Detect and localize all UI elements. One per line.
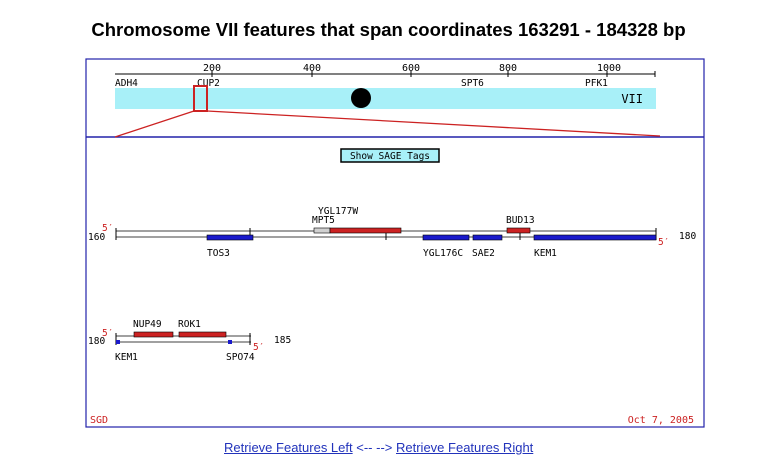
chromosome-label: VII bbox=[621, 92, 643, 106]
zoom-line-left bbox=[114, 110, 195, 138]
gene-label[interactable]: SPO74 bbox=[226, 352, 255, 363]
track-start-label: 180 bbox=[88, 336, 105, 347]
overview-gene-label[interactable]: SPT6 bbox=[461, 78, 484, 89]
show-sage-tags-button[interactable]: Show SAGE Tags bbox=[340, 148, 440, 163]
gene-label[interactable]: KEM1 bbox=[534, 248, 557, 259]
gene-bar[interactable] bbox=[422, 234, 470, 241]
gene-bar[interactable] bbox=[506, 227, 531, 234]
gene-label[interactable]: YGL177W bbox=[318, 206, 358, 217]
gene-bar[interactable] bbox=[313, 227, 331, 234]
five-prime-label: 5′ bbox=[253, 342, 264, 353]
gene-label[interactable]: ROK1 bbox=[178, 319, 201, 330]
five-prime-label: 5′ bbox=[658, 237, 669, 248]
gene-bar[interactable] bbox=[472, 234, 503, 241]
tick-label: 200 bbox=[203, 63, 221, 74]
date-label: Oct 7, 2005 bbox=[628, 415, 694, 426]
gene-label[interactable]: YGL176C bbox=[423, 248, 463, 259]
gene-bar[interactable] bbox=[533, 234, 657, 241]
tick-label: 400 bbox=[303, 63, 321, 74]
overview-ruler: 200 400 600 800 1000 bbox=[115, 63, 656, 77]
track-end-label: 180 bbox=[679, 231, 696, 242]
gene-bar[interactable] bbox=[206, 234, 254, 241]
tick-label: 600 bbox=[402, 63, 420, 74]
track-180-185: 5′ 180 185 5′ NUP49 ROK1 KEM1 SPO74 bbox=[88, 319, 291, 363]
chromosome-band[interactable] bbox=[115, 88, 656, 109]
overview-gene-label[interactable]: ADH4 bbox=[115, 78, 138, 89]
zoom-line-right bbox=[206, 110, 661, 137]
source-label: SGD bbox=[90, 415, 108, 426]
gene-label[interactable]: TOS3 bbox=[207, 248, 230, 259]
gene-label[interactable]: SAE2 bbox=[472, 248, 495, 259]
page-title: Chromosome VII features that span coordi… bbox=[91, 19, 686, 40]
gene-label[interactable]: BUD13 bbox=[506, 215, 535, 226]
overview-gene-label[interactable]: CUP2 bbox=[197, 78, 220, 89]
gene-label[interactable]: KEM1 bbox=[115, 352, 138, 363]
gene-bar[interactable] bbox=[133, 331, 174, 338]
gene-bar[interactable] bbox=[329, 227, 402, 234]
five-prime-label: 5′ bbox=[102, 223, 113, 234]
track-start-label: 160 bbox=[88, 232, 105, 243]
track-end-label: 185 bbox=[274, 335, 291, 346]
gene-bar[interactable] bbox=[228, 340, 232, 344]
tick-label: 1000 bbox=[597, 63, 621, 74]
tick-label: 800 bbox=[499, 63, 517, 74]
gene-label[interactable]: NUP49 bbox=[133, 319, 162, 330]
five-prime-label: 5′ bbox=[102, 328, 113, 339]
current-region-box[interactable] bbox=[193, 85, 208, 112]
gene-label[interactable]: MPT5 bbox=[312, 215, 335, 226]
track-160-180: 5′ 160 180 5′ YGL177W MPT5 BUD13 TOS3 YG… bbox=[88, 206, 696, 259]
centromere-marker bbox=[351, 88, 371, 108]
show-sage-tags-label: Show SAGE Tags bbox=[350, 151, 430, 162]
overview-gene-label[interactable]: PFK1 bbox=[585, 78, 608, 89]
gene-bar[interactable] bbox=[178, 331, 227, 338]
map-frame bbox=[85, 58, 705, 428]
gene-bar[interactable] bbox=[116, 340, 120, 344]
